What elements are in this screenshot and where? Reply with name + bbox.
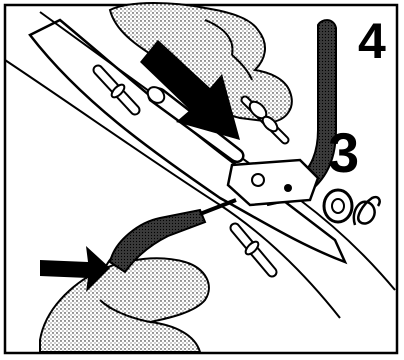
step-number-3: 3	[328, 121, 359, 184]
step-number-4: 4	[358, 13, 386, 69]
lever-mount	[228, 160, 318, 205]
